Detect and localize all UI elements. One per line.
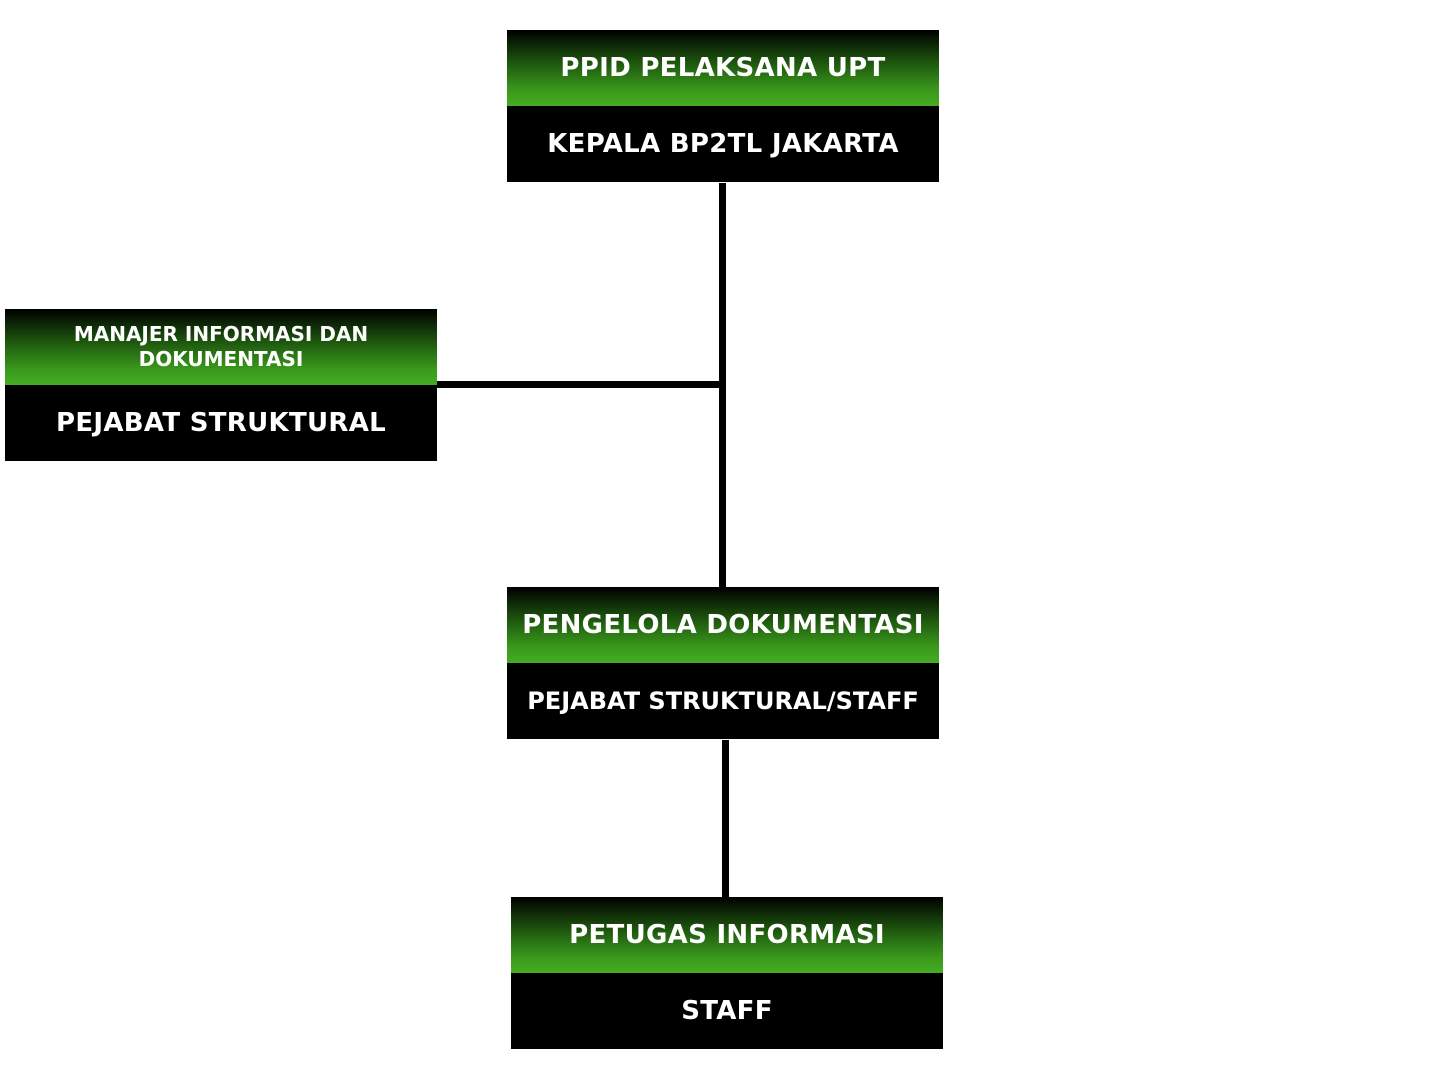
org-node-manajer-informasi: MANAJER INFORMASI DAN DOKUMENTASI PEJABA… [5,309,437,461]
node-subtitle: STAFF [511,973,943,1049]
connector-manajer-branch [437,381,726,388]
node-subtitle: KEPALA BP2TL JAKARTA [507,106,939,182]
node-title: PETUGAS INFORMASI [511,897,943,973]
connector-pengelola-to-petugas [722,740,729,897]
org-node-ppid-pelaksana: PPID PELAKSANA UPT KEPALA BP2TL JAKARTA [507,30,939,182]
node-subtitle: PEJABAT STRUKTURAL [5,385,437,461]
org-node-petugas-informasi: PETUGAS INFORMASI STAFF [511,897,943,1049]
node-title: PENGELOLA DOKUMENTASI [507,587,939,663]
node-title: PPID PELAKSANA UPT [507,30,939,106]
node-subtitle: PEJABAT STRUKTURAL/STAFF [507,663,939,739]
org-node-pengelola-dokumentasi: PENGELOLA DOKUMENTASI PEJABAT STRUKTURAL… [507,587,939,739]
node-title: MANAJER INFORMASI DAN DOKUMENTASI [5,309,437,385]
